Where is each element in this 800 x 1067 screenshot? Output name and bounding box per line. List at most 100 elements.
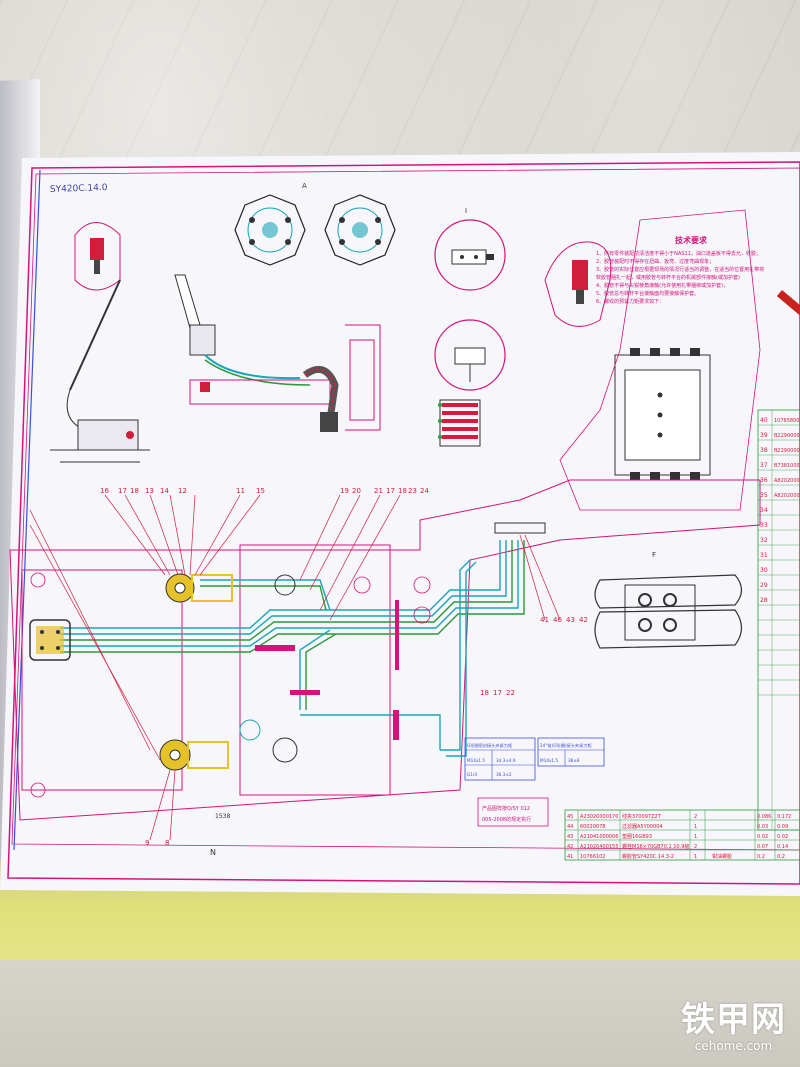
balloon-17c: 17 bbox=[493, 689, 502, 697]
balloon-13: 13 bbox=[145, 487, 154, 495]
view-label-i: I bbox=[465, 207, 467, 215]
side-code-6: A8202000 bbox=[774, 493, 800, 499]
pilot-hose-bend bbox=[302, 365, 339, 432]
bom-44-code: 60020078 bbox=[580, 824, 605, 830]
bom-42-name: 螺栓M16×70GB70.1 10.9级 bbox=[622, 843, 689, 850]
balloon-numbers-top: 16 17 18 13 14 12 11 15 19 20 21 17 18 2… bbox=[100, 487, 429, 495]
side-code-3: B2290000 bbox=[774, 448, 800, 454]
outer-border bbox=[7, 161, 800, 885]
torque-table-right: 24°锥(O形圈)接头夹紧力矩 M14x1.5 38±8 bbox=[537, 737, 605, 767]
bom-43-w1: 0.02 bbox=[757, 834, 768, 840]
balloon-17b: 17 bbox=[386, 487, 395, 495]
side-row-31: 31 bbox=[760, 552, 768, 559]
sheet-code: SY420C.14.0 bbox=[50, 183, 108, 195]
side-row-30: 30 bbox=[760, 567, 768, 574]
torque-right-r1k: M14x1.5 bbox=[540, 758, 558, 763]
balloon-21: 21 bbox=[374, 487, 383, 495]
bom-43-no: 43 bbox=[567, 834, 573, 840]
vertical-clamps bbox=[255, 600, 399, 740]
pilot-valve-top-view-2 bbox=[324, 194, 396, 266]
bom-42-no: 42 bbox=[567, 844, 573, 850]
lever-assembly bbox=[50, 279, 150, 463]
side-row-29: 29 bbox=[760, 582, 768, 589]
side-code-2: B2290000 bbox=[774, 433, 800, 439]
balloon-19: 19 bbox=[340, 487, 349, 495]
pipe-bundle-horizontal bbox=[60, 540, 525, 757]
pedal-valve-left bbox=[29, 619, 71, 661]
balloon-24: 24 bbox=[420, 487, 429, 495]
side-row-39: 39 bbox=[760, 432, 768, 439]
bom-45-qty: 2 bbox=[694, 814, 697, 820]
torque-left-r1v: 34.3±4.9 bbox=[496, 758, 516, 763]
detail-i-circle-1 bbox=[434, 219, 506, 291]
torque-right-h1: 24°锥(O形圈)接头夹紧力矩 bbox=[540, 742, 592, 749]
balloon-18: 18 bbox=[130, 487, 139, 495]
control-valve-block bbox=[614, 348, 711, 480]
inner-border bbox=[11, 167, 800, 851]
round-cutouts bbox=[30, 572, 431, 798]
clamp-bar bbox=[494, 522, 546, 534]
bom-44-no: 44 bbox=[567, 824, 573, 830]
side-row-36: 36 bbox=[760, 477, 768, 484]
watermark-cn: 铁甲网 bbox=[681, 1000, 786, 1040]
bom-41-no: 41 bbox=[567, 854, 573, 860]
balloon-11: 11 bbox=[236, 487, 245, 495]
balloon-18c: 18 bbox=[480, 689, 489, 697]
tech-req-item-6: 5、胶管总与转杆平台接触面均要接触保护套。 bbox=[596, 291, 700, 297]
bom-44-w1: 0.03 bbox=[757, 824, 768, 830]
view-label-f: F bbox=[652, 551, 656, 559]
bom-45-w1: 0.086 bbox=[757, 814, 771, 820]
balloon-23: 23 bbox=[408, 487, 417, 495]
balloon-42: 42 bbox=[579, 616, 588, 624]
torque-left-r1k: M14x1.5 bbox=[467, 758, 485, 763]
manifold-section-e bbox=[438, 399, 481, 447]
side-row-35: 35 bbox=[760, 492, 768, 499]
bracket-outline bbox=[345, 324, 381, 431]
side-code-1: 10765800 bbox=[774, 418, 799, 424]
detail-i-circle-2 bbox=[434, 319, 506, 391]
balloon-22: 22 bbox=[506, 689, 515, 697]
bom-41-w1: 0.2 bbox=[757, 854, 765, 860]
tech-req-title: 技术要求 bbox=[675, 235, 708, 245]
marble-table-bottom bbox=[0, 960, 800, 1067]
tech-req-item-3: 3、胶管的实际位置应根据现场的情况行适当的调整，在适当的位置用扎带将 bbox=[596, 267, 765, 273]
bom-43-name: 垫圈16GB93 bbox=[622, 833, 652, 840]
balloon-16: 16 bbox=[100, 487, 109, 495]
bom-table: 45 A23020000170 线夹370097Z2T 2 0.086 0.17… bbox=[564, 809, 800, 861]
bom-45-w2: 0.172 bbox=[777, 814, 791, 820]
bom-41-qty: 1 bbox=[694, 854, 697, 860]
balloon-12: 12 bbox=[178, 487, 187, 495]
bom-45-name: 线夹370097Z2T bbox=[622, 813, 662, 820]
side-row-33: 33 bbox=[760, 522, 768, 529]
torque-left-r2v: 36.3±2 bbox=[496, 772, 512, 777]
bom-44-w2: 0.09 bbox=[777, 824, 788, 830]
standard-note-line1: 产品图样按Q/SY 012 bbox=[482, 805, 530, 812]
detail-f-pedal bbox=[594, 574, 743, 649]
tech-req-item-5: 4、胶管不得与尖锐棱角接触(允许使用扎带捆绑或加护套)； bbox=[596, 283, 729, 289]
torque-right-r1v: 38±8 bbox=[568, 758, 580, 763]
balloon-numbers-bottom: 9 8 18 17 22 41 40 43 42 bbox=[145, 616, 588, 847]
bom-43-code: A21041000006 bbox=[580, 834, 618, 840]
standard-note: 产品图样按Q/SY 012 005-2008的规定执行 bbox=[477, 797, 549, 827]
pilot-valve-top-view-1 bbox=[234, 194, 306, 266]
balloon-43: 43 bbox=[566, 616, 575, 624]
bom-42-code: A21020400155 bbox=[580, 844, 618, 850]
bom-42-w1: 0.07 bbox=[757, 844, 768, 850]
bom-42-w2: 0.14 bbox=[777, 844, 788, 850]
bom-45-no: 45 bbox=[567, 814, 573, 820]
detail-fitting-right bbox=[544, 241, 612, 327]
swivel-joint-lower bbox=[159, 739, 229, 771]
rotary-unions bbox=[239, 574, 298, 763]
side-row-38: 38 bbox=[760, 447, 768, 454]
side-code-4: B7381000 bbox=[774, 463, 800, 469]
technical-requirements: 技术要求 bbox=[675, 235, 708, 245]
balloon-17: 17 bbox=[118, 487, 127, 495]
side-row-34: 34 bbox=[760, 507, 768, 514]
bom-42-qty: 2 bbox=[694, 844, 697, 850]
bom-44-qty: 1 bbox=[694, 824, 697, 830]
plan-view-frame bbox=[9, 479, 761, 821]
balloon-15: 15 bbox=[256, 487, 265, 495]
tech-req-item-1: 1、所有零件装配前清洁度不得小于NAS11，油口道盖板不得去允，收脱； bbox=[596, 251, 761, 257]
bom-45-code: A23020000170 bbox=[580, 814, 618, 820]
bom-note: 钳油螺胶 bbox=[712, 853, 732, 860]
